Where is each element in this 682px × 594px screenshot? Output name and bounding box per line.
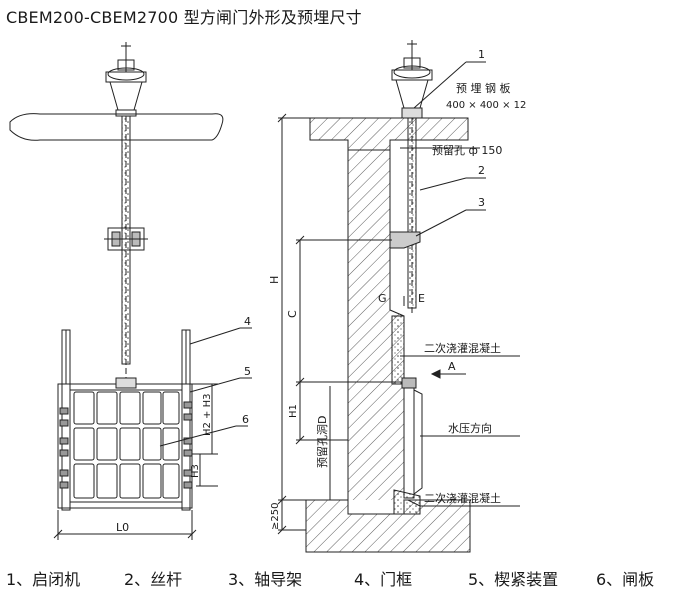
hoist-front-icon xyxy=(105,42,147,117)
dim-h1: H1 xyxy=(288,404,299,418)
callout-3: 3 xyxy=(478,196,485,209)
label-grout-top: 二次浇灌混凝土 xyxy=(424,341,501,355)
label-grout-bottom: 二次浇灌混凝土 xyxy=(424,491,501,505)
legend-item-spindle: 2、丝杆 xyxy=(124,570,183,589)
callout-5: 5 xyxy=(244,365,251,378)
label-mark-g: G xyxy=(378,292,387,305)
wedge-devices-front xyxy=(59,401,193,489)
dim-h-min: ≥250 xyxy=(270,503,281,530)
dim-h2h3: H2 + H3 xyxy=(202,394,213,437)
bottom-slab-section xyxy=(305,499,471,553)
floor-slab-front xyxy=(9,113,224,141)
label-section-a: A xyxy=(448,360,456,373)
gate-frame-front xyxy=(57,383,193,509)
hoist-section-icon xyxy=(391,40,433,119)
dim-h3: H3 xyxy=(190,464,201,478)
label-embed-plate-size: 400 × 400 × 12 xyxy=(446,100,526,111)
legend-item-gate-leaf: 6、闸板 xyxy=(596,570,655,589)
legend-item-frame: 4、门框 xyxy=(354,570,413,589)
label-water-direction: 水压方向 xyxy=(448,421,492,435)
grout-bottom xyxy=(393,489,421,515)
guide-bracket-section xyxy=(389,231,421,249)
grout-top xyxy=(391,315,405,385)
guide-bracket-front xyxy=(104,227,148,251)
callout-2: 2 xyxy=(478,164,485,177)
legend-item-hoist: 1、启闭机 xyxy=(6,570,81,589)
parts-legend: 1、启闭机 2、丝杆 3、轴导架 4、门框 5、楔紧装置 6、闸板 xyxy=(6,566,680,589)
callout-4: 4 xyxy=(244,315,251,328)
label-embed-plate: 预 埋 钢 板 xyxy=(456,81,511,95)
dim-h: H xyxy=(268,276,281,284)
label-mark-e: E xyxy=(418,292,425,305)
dim-c: C xyxy=(286,310,299,318)
section-view xyxy=(277,40,520,553)
front-view xyxy=(9,42,252,540)
callout-6: 6 xyxy=(242,413,249,426)
dim-l0: L0 xyxy=(116,521,129,534)
gate-leaf-section xyxy=(403,383,415,499)
legend-item-wedge: 5、楔紧装置 xyxy=(468,570,559,589)
gate-panel-front xyxy=(69,389,183,503)
legend-item-guide: 3、轴导架 xyxy=(228,570,303,589)
callout-1: 1 xyxy=(478,48,485,61)
label-reserved-opening: 预留孔洞D xyxy=(316,416,329,468)
page-title: CBEM200-CBEM2700 型方闸门外形及预埋尺寸 xyxy=(6,8,362,27)
label-reserved-hole: 预留孔 ф 150 xyxy=(432,144,502,157)
